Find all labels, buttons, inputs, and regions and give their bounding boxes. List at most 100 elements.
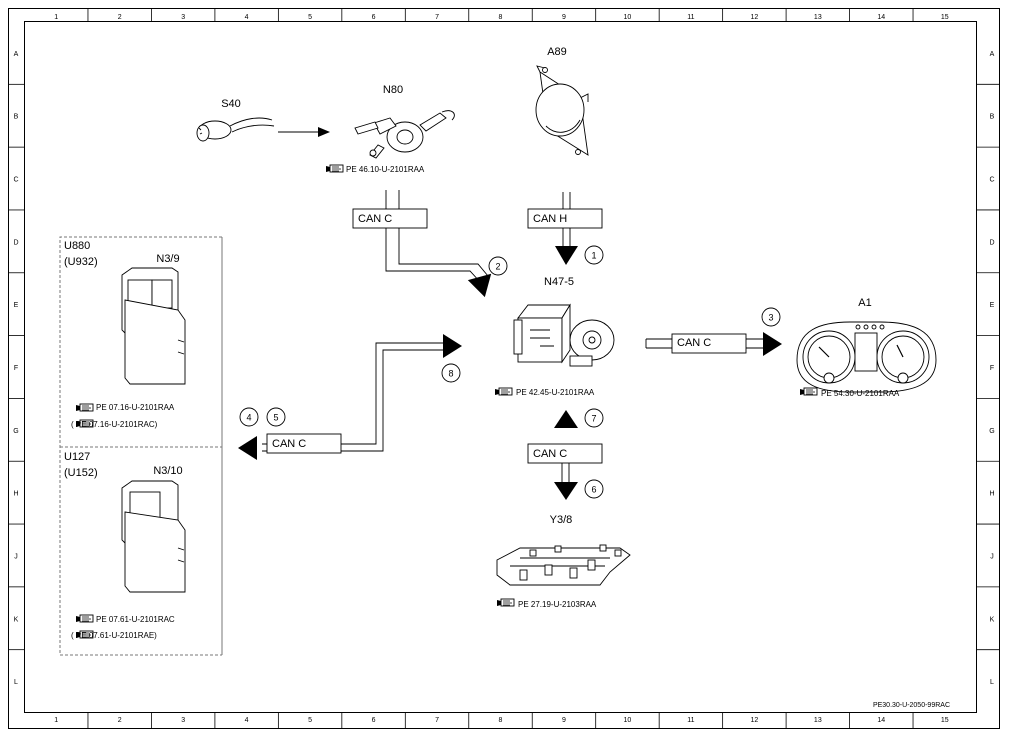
- svg-text:2: 2: [495, 262, 500, 272]
- n47-5-reference: PE 42.45-U-2101RAA: [494, 387, 595, 397]
- n3-9-reference: PE 07.16-U-2101RAA ( PE 07.16-U-2101RAC): [71, 403, 175, 429]
- grid-row-right-label: J: [990, 553, 994, 560]
- svg-text:1: 1: [591, 251, 596, 261]
- grid-row-right-label: C: [989, 177, 994, 184]
- marker-5: 5: [266, 407, 286, 427]
- grid-row-right-label: E: [990, 302, 995, 309]
- grid-row-right-label: G: [989, 428, 994, 435]
- grid-row-right-label: A: [990, 51, 995, 58]
- grid-col-bottom-label: 2: [118, 717, 122, 724]
- grid-col-bottom-label: 9: [562, 717, 566, 724]
- grid-col-top-label: 13: [814, 14, 822, 21]
- arrow-1: [555, 246, 578, 265]
- grid-row-right-label: H: [989, 491, 994, 498]
- marker-3: 3: [761, 307, 781, 327]
- arrow-2: [467, 273, 492, 298]
- grid-row-left-label: K: [14, 616, 19, 623]
- grid-col-bottom-label: 13: [814, 717, 822, 724]
- grid-row-right-label: K: [990, 616, 995, 623]
- svg-text:PE 54.30-U-2101RAA: PE 54.30-U-2101RAA: [821, 389, 900, 398]
- grid-col-top-label: 5: [308, 14, 312, 21]
- svg-text:CAN C: CAN C: [272, 438, 306, 450]
- grid-col-top-label: 6: [372, 14, 376, 21]
- grid-col-bottom-label: 12: [750, 717, 758, 724]
- drawing-frame: [8, 8, 1000, 729]
- svg-text:CAN H: CAN H: [533, 213, 567, 225]
- u880-label: U880: [64, 240, 90, 252]
- svg-text:4: 4: [246, 413, 251, 423]
- grid-col-bottom-label: 4: [245, 717, 249, 724]
- grid-row-right-label: B: [990, 114, 995, 121]
- a1-label: A1: [858, 297, 871, 309]
- signal-arrowheads: [238, 246, 782, 500]
- grid-col-bottom-label: 14: [877, 717, 885, 724]
- svg-text:PE 07.61-U-2101RAC: PE 07.61-U-2101RAC: [96, 615, 175, 624]
- marker-2: 2: [488, 256, 508, 276]
- arrow-6: [554, 482, 578, 500]
- marker-1: 1: [584, 245, 604, 265]
- svg-text:8: 8: [448, 369, 453, 379]
- arrow-3: [763, 332, 782, 356]
- grid-col-bottom-label: 7: [435, 717, 439, 724]
- grid-row-left-label: A: [14, 51, 19, 58]
- s40-component-illustration: [196, 117, 275, 142]
- a1-reference: PE 54.30-U-2101RAA: [799, 387, 900, 398]
- grid-col-top-label: 11: [687, 14, 694, 21]
- grid-row-left-label: E: [14, 302, 19, 309]
- can-c-a1-label: CAN C: [671, 333, 747, 354]
- n3-9-component-illustration: [121, 267, 186, 385]
- grid-col-top-label: 15: [941, 14, 949, 21]
- can-c-engine-label: CAN C: [266, 433, 342, 454]
- grid-row-left-label: H: [13, 491, 18, 498]
- n3-10-reference: PE 07.61-U-2101RAC ( PE 07.61-U-2101RAE): [71, 614, 175, 640]
- marker-8: 8: [441, 363, 461, 383]
- n3-10-label: N3/10: [153, 465, 182, 477]
- arrow-4: [238, 436, 257, 460]
- grid-row-left-label: J: [14, 553, 18, 560]
- grid-col-top-label: 7: [435, 14, 439, 21]
- u152-label: (U152): [64, 467, 98, 479]
- y3-8-reference: PE 27.19-U-2103RAA: [496, 598, 597, 609]
- svg-text:( PE 07.61-U-2101RAE): ( PE 07.61-U-2101RAE): [71, 631, 157, 640]
- svg-text:PE 07.16-U-2101RAA: PE 07.16-U-2101RAA: [96, 403, 175, 412]
- y3-8-label: Y3/8: [550, 514, 573, 526]
- grid-col-top-label: 2: [118, 14, 122, 21]
- n80-label: N80: [383, 84, 403, 96]
- grid-row-right-label: D: [989, 239, 994, 246]
- arrow-7: [554, 410, 578, 428]
- grid-col-bottom-label: 10: [624, 717, 632, 724]
- n3-10-component-illustration: [121, 480, 186, 593]
- grid-row-left-label: G: [13, 428, 18, 435]
- svg-text:7: 7: [591, 414, 596, 424]
- grid-col-bottom-label: 3: [181, 717, 185, 724]
- grid-row-right-label: L: [990, 679, 994, 686]
- grid-col-bottom-label: 5: [308, 717, 312, 724]
- s40-label: S40: [221, 98, 241, 110]
- n47-5-label: N47-5: [544, 276, 574, 288]
- grid-col-bottom-label: 6: [372, 717, 376, 724]
- grid-row-right-label: F: [990, 365, 994, 372]
- grid-col-top-label: 8: [499, 14, 503, 21]
- arrow-8: [443, 334, 462, 358]
- grid-col-top-label: 9: [562, 14, 566, 21]
- grid-row-left-label: B: [14, 114, 19, 121]
- grid-col-top-label: 3: [181, 14, 185, 21]
- grid-col-top-label: 1: [54, 14, 58, 21]
- drawing-code: PE30.30-U-2050-99RAC: [873, 702, 950, 709]
- svg-text:PE 46.10-U-2101RAA: PE 46.10-U-2101RAA: [346, 165, 425, 174]
- a1-component-illustration: [796, 321, 937, 393]
- grid-col-bottom-label: 15: [941, 717, 949, 724]
- svg-text:CAN C: CAN C: [533, 448, 567, 460]
- marker-7: 7: [584, 408, 604, 428]
- s40-to-n80-arrow: [278, 127, 330, 137]
- svg-text:PE 27.19-U-2103RAA: PE 27.19-U-2103RAA: [518, 600, 597, 609]
- grid-col-bottom-label: 8: [499, 717, 503, 724]
- svg-text:CAN C: CAN C: [358, 213, 392, 225]
- grid-col-top-label: 10: [624, 14, 632, 21]
- grid-row-left-label: C: [13, 177, 18, 184]
- grid-row-left-label: F: [14, 365, 18, 372]
- grid-row-left-label: L: [14, 679, 18, 686]
- grid-col-bottom-label: 11: [687, 717, 694, 724]
- y3-8-component-illustration: [496, 544, 631, 586]
